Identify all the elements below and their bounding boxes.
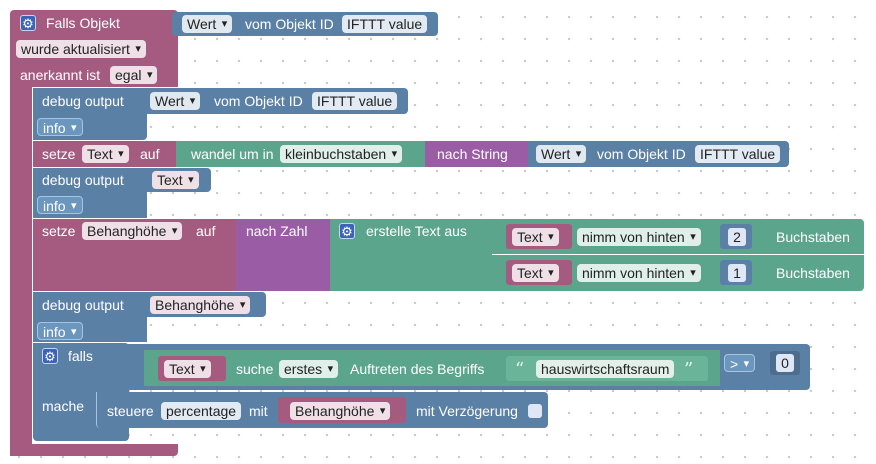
delay-checkbox[interactable] [528, 404, 542, 418]
substring-2-variable-dropdown[interactable]: Text [512, 264, 559, 282]
event-title: Falls Objekt [46, 15, 120, 31]
substring-2-count-field[interactable]: 1 [728, 264, 746, 282]
to-string-label: nach String [437, 146, 508, 162]
substring-1-variable-dropdown[interactable]: Text [512, 228, 559, 246]
set-1-attr-dropdown[interactable]: Wert [536, 145, 587, 163]
create-text-label: erstelle Text aus [366, 223, 467, 239]
to-number-label: nach Zahl [246, 223, 308, 239]
event-attr-dropdown[interactable]: Wert [182, 15, 233, 33]
if-do-label: mache [42, 398, 85, 414]
substring-2-unit-label: Buchstaben [776, 265, 850, 281]
debug-2-label: debug output [42, 172, 124, 188]
compare-value-field[interactable]: 0 [776, 354, 794, 372]
debug-2-variable-dropdown[interactable]: Text [152, 171, 199, 189]
control-delay-label: mit Verzögerung [416, 403, 518, 419]
set-2-variable-dropdown[interactable]: Behanghöhe [82, 222, 183, 240]
settings-gear-icon[interactable]: ⚙ [20, 15, 36, 31]
set-1-to-label: auf [140, 146, 160, 162]
debug-2-level-dropdown[interactable]: info [37, 196, 83, 215]
occurrence-label: Auftreten des Begriffs [350, 361, 485, 377]
to-string-block[interactable] [425, 141, 533, 167]
search-term-field[interactable]: hauswirtschaftsraum [536, 360, 675, 378]
close-quote-icon: ” [684, 359, 694, 380]
event-of-object-label: vom Objekt ID [245, 16, 334, 32]
substring-1-mode-dropdown[interactable]: nimm von hinten [577, 228, 701, 246]
event-block-spine [10, 80, 32, 456]
control-variable-dropdown[interactable]: Behanghöhe [290, 402, 391, 420]
substring-1-unit-label: Buchstaben [776, 229, 850, 245]
if-gear-icon[interactable]: ⚙ [42, 348, 58, 364]
debug-1-of-object: vom Objekt ID [214, 93, 303, 109]
substring-1-count-field[interactable]: 2 [728, 228, 746, 246]
debug-3-variable-dropdown[interactable]: Behanghöhe [150, 296, 251, 314]
control-with-label: mit [249, 403, 268, 419]
debug-1-attr-dropdown[interactable]: Wert [150, 92, 201, 110]
if-falls-label: falls [68, 348, 93, 364]
to-number-block[interactable] [236, 219, 331, 291]
convert-case-label: wandel um in [191, 146, 274, 162]
create-text-block[interactable] [330, 219, 492, 291]
debug-3-level-dropdown[interactable]: info [37, 322, 83, 341]
set-2-label: setze [42, 223, 76, 239]
open-quote-icon: “ [515, 359, 525, 380]
control-label: steuere [107, 403, 154, 419]
control-state-field[interactable]: percentage [161, 402, 242, 420]
set-1-label: setze [42, 146, 76, 162]
create-text-gear-icon[interactable]: ⚙ [339, 223, 355, 239]
debug-1-label: debug output [42, 93, 124, 109]
search-variable-dropdown[interactable]: Text [164, 360, 211, 378]
set-2-to-label: auf [196, 223, 216, 239]
compare-operator-dropdown[interactable]: > [724, 354, 756, 373]
event-trigger-dropdown[interactable]: wurde aktualisiert [16, 40, 146, 58]
debug-3-label: debug output [42, 297, 124, 313]
event-object-id-field[interactable]: IFTTT value [342, 15, 428, 33]
debug-1-level-dropdown[interactable]: info [37, 118, 83, 137]
event-ack-dropdown[interactable]: egal [110, 66, 158, 84]
substring-2-mode-dropdown[interactable]: nimm von hinten [577, 264, 701, 282]
debug-1-object-id[interactable]: IFTTT value [312, 92, 398, 110]
case-dropdown[interactable]: kleinbuchstaben [280, 145, 403, 163]
occurrence-dropdown[interactable]: erstes [279, 360, 339, 378]
set-1-of-object: vom Objekt ID [597, 146, 686, 162]
event-ack-label: anerkannt ist [20, 67, 101, 83]
search-label: suche [236, 361, 274, 377]
set-1-object-id[interactable]: IFTTT value [695, 145, 781, 163]
set-1-variable-dropdown[interactable]: Text [82, 145, 129, 163]
event-block-footer [10, 444, 178, 456]
